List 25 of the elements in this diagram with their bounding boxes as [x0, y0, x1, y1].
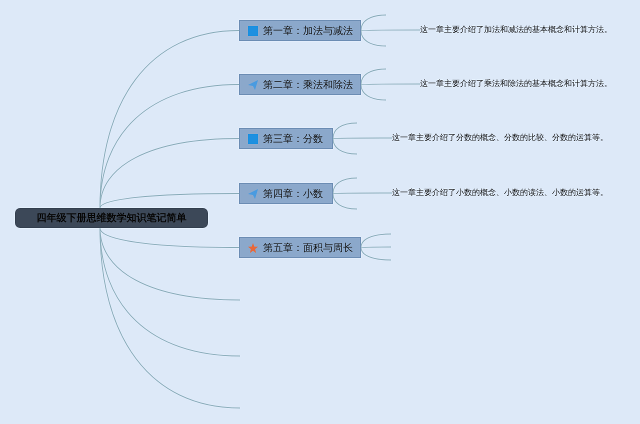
topic-box [239, 74, 361, 95]
note-text: 这一章主要介绍了乘法和除法的基本概念和计算方法。 [420, 78, 620, 90]
branch-line [100, 138, 240, 208]
topic-box [239, 128, 333, 149]
topic-box [239, 183, 333, 204]
topic-label: 第一章：加法与减法 [263, 24, 353, 38]
branch-line [360, 30, 420, 31]
note-text: 这一章主要介绍了加法和减法的基本概念和计算方法。 [420, 24, 620, 36]
branch-line [360, 247, 392, 260]
topic-label: 第三章：分数 [263, 132, 323, 146]
branch-line [100, 228, 240, 248]
root-topic-box: 四年级下册思维数学知识笔记简单 [15, 208, 208, 228]
branch-line [360, 246, 392, 248]
topic-label: 第五章：面积与周长 [263, 242, 353, 254]
topic-label: 第四章：小数 [263, 188, 323, 200]
topic-label: 第二章：乘法和除法 [263, 78, 353, 92]
branch-line [360, 84, 420, 85]
branch-line [332, 138, 392, 139]
note-text: 这一章主要介绍了分数的概念、分数的比较、分数的运算等。 [392, 132, 622, 144]
branch-line [100, 193, 240, 208]
branch-line [332, 192, 392, 194]
note-text: 这一章主要介绍了小数的概念、小数的读法、小数的运算等。 [392, 187, 622, 199]
branch-line [100, 228, 240, 408]
topic-box [239, 237, 361, 258]
topic-box [239, 20, 361, 41]
